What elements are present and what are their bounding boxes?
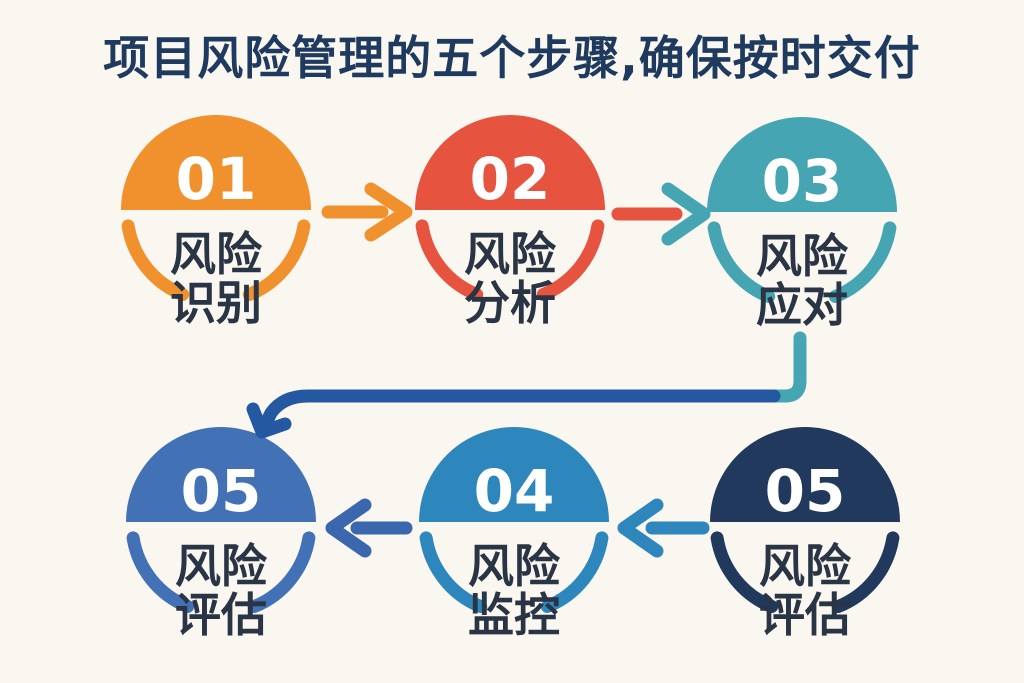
page-title: 项目风险管理的五个步骤,确保按时交付 [103, 31, 921, 85]
step-05-left-label-line2: 评估 [175, 588, 267, 642]
step-03-label-line1: 风险 [756, 229, 849, 283]
arrow-3-head [617, 498, 664, 558]
step-03-label-line2: 应对 [756, 278, 848, 332]
step-circle-05-right: 05 风险 评估 [710, 427, 900, 642]
step-01-number: 01 [176, 145, 257, 213]
step-05-right-label-line1: 风险 [759, 539, 852, 593]
connector-arrow-icon [246, 331, 807, 439]
step-02-label-line1: 风险 [464, 227, 557, 281]
step-05-left-label-line1: 风险 [175, 539, 268, 593]
step-03-number: 03 [762, 147, 843, 215]
step-02-label-line2: 分析 [464, 276, 556, 330]
connector-navy-segment [256, 389, 781, 436]
step-circle-01: 01 风险 识别 [121, 115, 311, 330]
arrow-1-head [364, 182, 413, 242]
arrow-left-icon-2 [325, 498, 413, 558]
step-01-label-line1: 风险 [170, 227, 263, 281]
arrow-4-head [325, 498, 372, 558]
arrow-left-icon-1 [617, 498, 710, 558]
arrow-right-icon-1 [321, 182, 413, 242]
arrow-right-icon-2 [611, 182, 711, 246]
step-circle-05-left: 05 风险 评估 [126, 427, 316, 642]
step-02-number: 02 [470, 145, 551, 213]
step-04-label-line2: 监控 [468, 588, 560, 642]
step-05-right-number: 05 [765, 457, 846, 525]
arrow-2-head [661, 182, 711, 246]
connector-teal-segment [765, 331, 807, 403]
step-01-label-line2: 识别 [170, 276, 262, 330]
step-circle-04: 04 风险 监控 [419, 427, 609, 642]
step-05-left-number: 05 [181, 457, 262, 525]
step-circle-03: 03 风险 应对 [707, 117, 897, 332]
connector-arrowhead [246, 402, 292, 439]
step-04-label-line1: 风险 [468, 539, 561, 593]
step-05-right-label-line2: 评估 [759, 588, 851, 642]
step-circle-02: 02 风险 分析 [415, 115, 605, 330]
step-04-number: 04 [474, 457, 555, 525]
